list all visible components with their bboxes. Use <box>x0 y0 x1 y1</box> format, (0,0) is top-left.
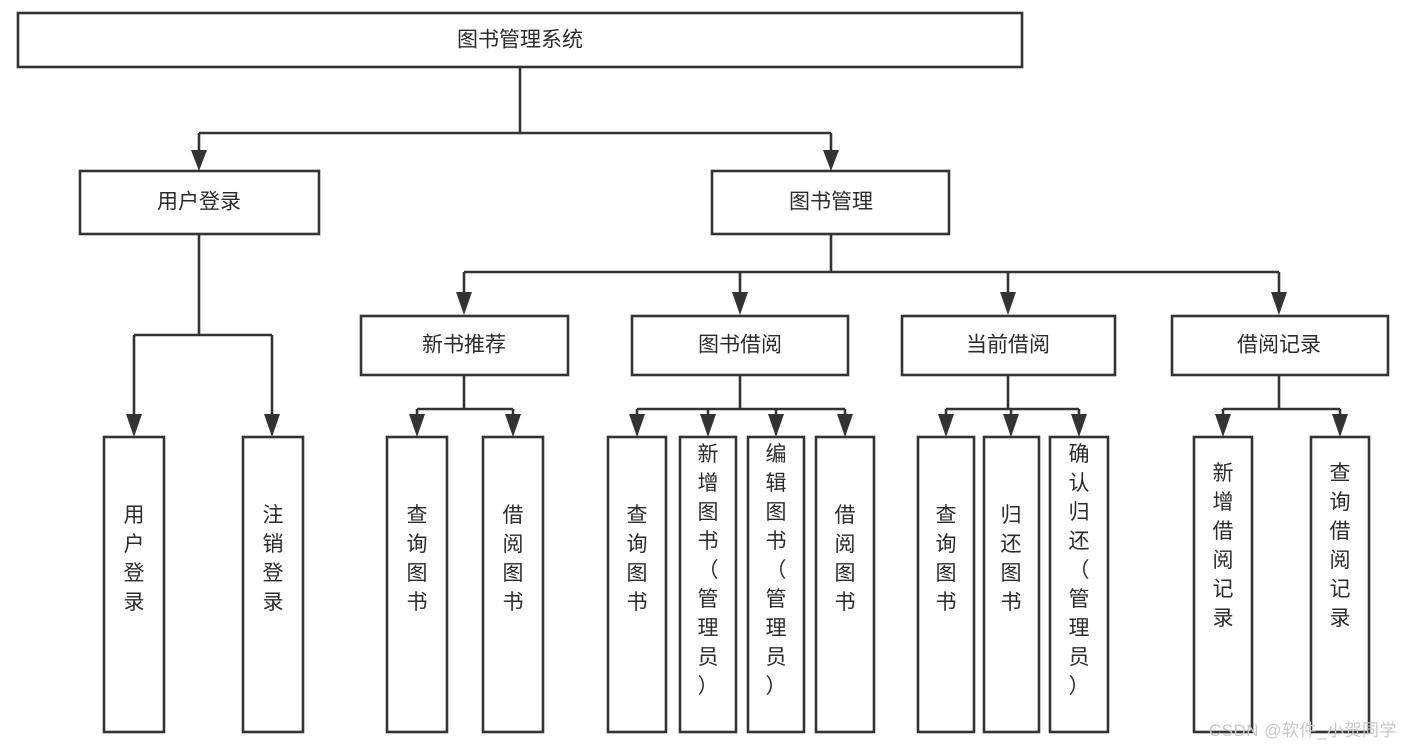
node-current-borrow[interactable]: 当前借阅 <box>900 314 1117 377</box>
borrow-record-label: 借阅记录 <box>1237 334 1321 357</box>
borrow-record-box[interactable] <box>1170 314 1390 377</box>
arrow-borrowrecord-leaf-2 <box>1332 414 1348 437</box>
leaf-user-login-login[interactable]: 用户登录 <box>102 435 166 734</box>
node-borrow-record[interactable]: 借阅记录 <box>1170 314 1390 377</box>
leaf-box[interactable] <box>1309 435 1371 734</box>
arrow-user-login-leaf-2 <box>264 414 280 437</box>
user-login-box[interactable] <box>78 169 321 236</box>
leaf-box[interactable] <box>606 435 668 734</box>
leaf-user-login-logout[interactable]: 注销登录 <box>241 435 305 734</box>
leaf-new-book-query[interactable]: 查询图书 <box>385 435 449 734</box>
arrow-currentborrow-leaf-1 <box>938 414 954 437</box>
book-management-label: 图书管理 <box>789 191 873 214</box>
leaf-borrow-record-add[interactable]: 新增借阅记录 <box>1192 435 1254 734</box>
new-book-recommend-box[interactable] <box>359 314 570 377</box>
arrow-currentborrow-leaf-3 <box>1071 414 1087 437</box>
arrow-bookborrow-leaf-2 <box>700 414 716 437</box>
leaf-label: 注销登录 <box>263 504 284 614</box>
leaf-box[interactable] <box>814 435 876 734</box>
arrow-currentborrow-leaf-2 <box>1003 414 1019 437</box>
node-book-management[interactable]: 图书管理 <box>710 169 951 236</box>
leaf-label: 编辑图书（管理员） <box>766 443 787 698</box>
arrow-bookborrow-leaf-1 <box>629 414 645 437</box>
current-borrow-label: 当前借阅 <box>966 334 1050 357</box>
leaf-box[interactable] <box>982 435 1041 734</box>
leaf-box[interactable] <box>1192 435 1254 734</box>
book-borrow-box[interactable] <box>630 314 850 377</box>
leaf-box[interactable] <box>916 435 976 734</box>
leaf-book-borrow-edit[interactable]: 编辑图书（管理员） <box>746 435 806 734</box>
leaf-current-borrow-return[interactable]: 归还图书 <box>982 435 1041 734</box>
leaf-box[interactable] <box>385 435 449 734</box>
node-user-login[interactable]: 用户登录 <box>78 169 321 236</box>
leaf-label: 查询图书 <box>627 504 648 614</box>
arrow-bookborrow-leaf-4 <box>837 414 853 437</box>
edges-layer <box>126 67 1348 437</box>
leaf-label: 查询图书 <box>936 504 957 614</box>
arrow-to-new-book <box>456 292 472 315</box>
leaf-box[interactable] <box>241 435 305 734</box>
root-box[interactable] <box>16 11 1024 69</box>
arrow-to-borrow-record <box>1271 292 1287 315</box>
node-book-borrow[interactable]: 图书借阅 <box>630 314 850 377</box>
user-login-label: 用户登录 <box>157 191 241 214</box>
leaf-label: 新增图书（管理员） <box>698 443 719 698</box>
leaf-box[interactable] <box>678 435 738 734</box>
arrow-to-current-borrow <box>1000 292 1016 315</box>
arrow-to-user-login <box>191 150 207 171</box>
leaf-box[interactable] <box>1048 435 1110 734</box>
leaf-box[interactable] <box>746 435 806 734</box>
arrow-to-book-manage <box>823 150 839 171</box>
arrow-bookborrow-leaf-3 <box>768 414 784 437</box>
leaf-label: 确认归还（管理员） <box>1069 443 1090 698</box>
leaf-current-borrow-confirm[interactable]: 确认归还（管理员） <box>1048 435 1110 734</box>
leaf-label: 归还图书 <box>1001 504 1022 614</box>
arrow-newbook-leaf-2 <box>505 414 521 437</box>
leaf-label: 新增借阅记录 <box>1213 462 1234 630</box>
leaf-label: 借阅图书 <box>503 504 524 614</box>
node-new-book-recommend[interactable]: 新书推荐 <box>359 314 570 377</box>
book-management-box[interactable] <box>710 169 951 236</box>
leaf-label: 查询借阅记录 <box>1330 462 1351 630</box>
leaf-book-borrow-borrow[interactable]: 借阅图书 <box>814 435 876 734</box>
node-root-system[interactable]: 图书管理系统 <box>16 11 1024 69</box>
book-borrow-label: 图书借阅 <box>698 334 782 357</box>
leaf-current-borrow-query[interactable]: 查询图书 <box>916 435 976 734</box>
leaf-box[interactable] <box>481 435 545 734</box>
leaf-label: 用户登录 <box>124 504 145 614</box>
root-label: 图书管理系统 <box>457 29 583 52</box>
new-book-recommend-label: 新书推荐 <box>422 334 506 357</box>
arrow-borrowrecord-leaf-1 <box>1215 414 1231 437</box>
arrow-to-book-borrow <box>732 292 748 315</box>
current-borrow-box[interactable] <box>900 314 1117 377</box>
leaf-new-book-borrow[interactable]: 借阅图书 <box>481 435 545 734</box>
arrow-newbook-leaf-1 <box>409 414 425 437</box>
leaf-label: 借阅图书 <box>835 504 856 614</box>
leaf-box[interactable] <box>102 435 166 734</box>
arrow-user-login-leaf-1 <box>126 414 142 437</box>
leaf-book-borrow-add[interactable]: 新增图书（管理员） <box>678 435 738 734</box>
leaf-borrow-record-query[interactable]: 查询借阅记录 <box>1309 435 1371 734</box>
leaf-label: 查询图书 <box>407 504 428 614</box>
leaf-book-borrow-query[interactable]: 查询图书 <box>606 435 668 734</box>
